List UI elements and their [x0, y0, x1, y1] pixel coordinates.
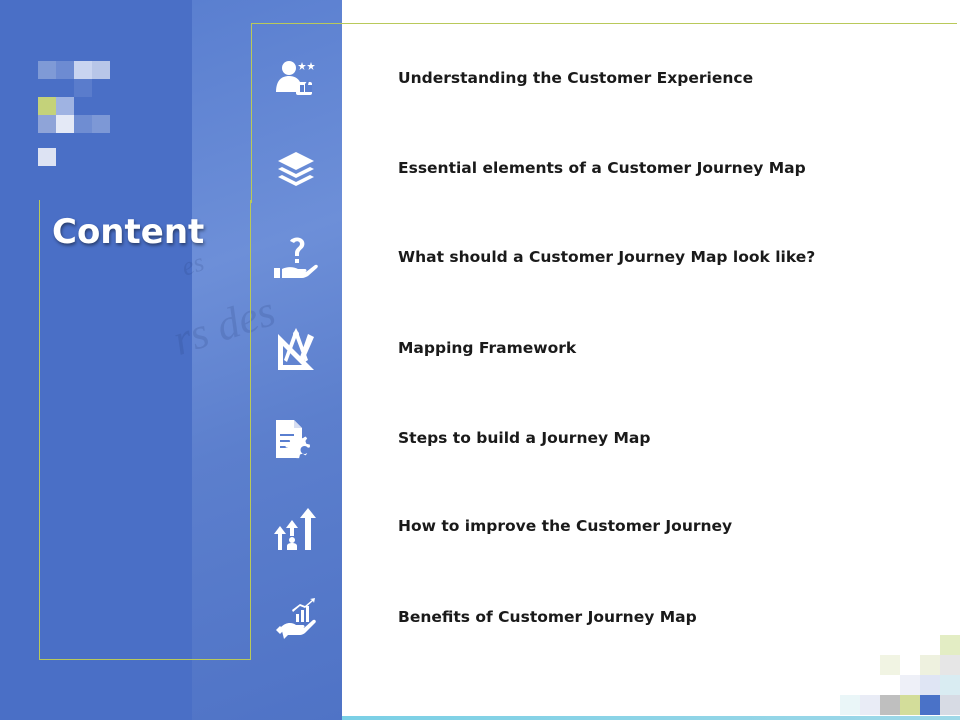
content-item-6: How to improve the Customer Journey — [398, 517, 733, 535]
hand-chart-icon — [272, 596, 320, 644]
growth-arrows-icon — [272, 506, 320, 554]
content-item-1: Understanding the Customer Experience — [398, 69, 754, 87]
content-item-5: Steps to build a Journey Map — [398, 429, 651, 447]
drafting-tools-icon — [272, 326, 320, 374]
content-item-7: Benefits of Customer Journey Map — [398, 608, 697, 626]
content-item-3: What should a Customer Journey Map look … — [398, 248, 816, 266]
hand-question-icon — [272, 234, 320, 282]
layers-icon — [272, 146, 320, 194]
document-gear-icon — [272, 416, 320, 464]
content-item-4: Mapping Framework — [398, 339, 577, 357]
frame-outline — [39, 200, 251, 660]
customer-rating-icon — [272, 56, 320, 104]
background-photo: rs des es — [167, 0, 342, 720]
bottom-accent-line — [342, 716, 960, 720]
frame-vertical-line — [251, 23, 252, 203]
content-item-2: Essential elements of a Customer Journey… — [398, 159, 806, 177]
frame-top-line — [251, 23, 957, 24]
slide-title: Content — [52, 212, 205, 252]
